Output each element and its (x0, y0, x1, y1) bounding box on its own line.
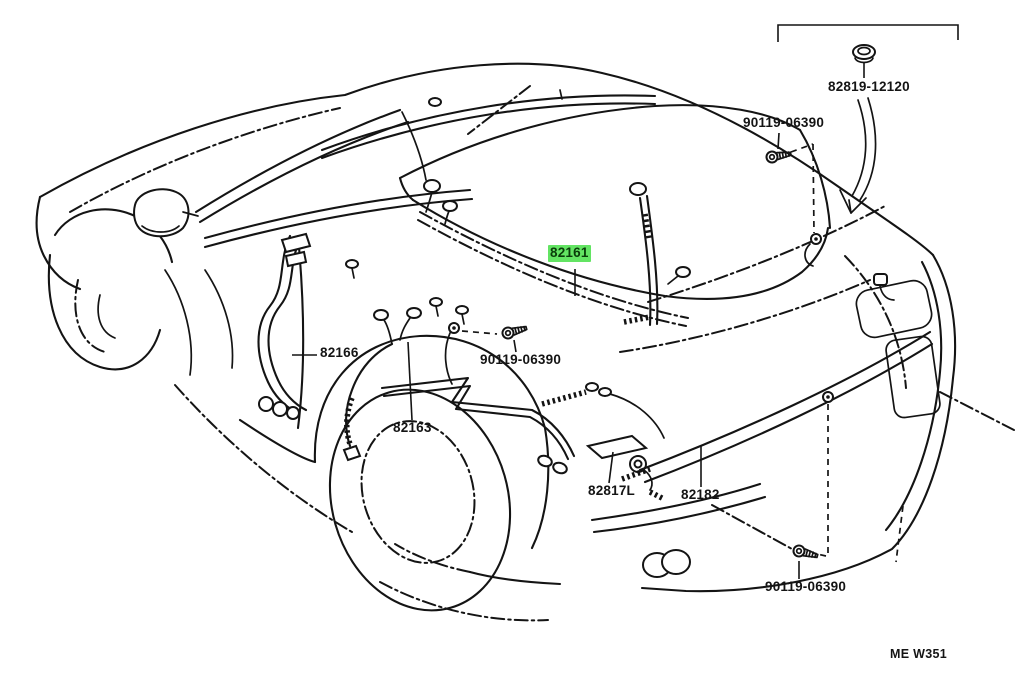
rear-hatch-glass (398, 104, 886, 303)
part-label-90119-06390-bottom[interactable]: 90119-06390 (765, 579, 847, 594)
screw-icon-middle (501, 325, 528, 340)
part-label-82163[interactable]: 82163 (393, 420, 432, 435)
harness-82182 (621, 330, 934, 484)
screw-icon-bottom (792, 544, 819, 559)
rear-wheel (174, 334, 550, 622)
curved-arrow-icon (839, 97, 877, 214)
part-label-90119-06390-top[interactable]: 90119-06390 (743, 115, 825, 130)
side-mirror (133, 188, 199, 238)
screw-icon-top (765, 150, 792, 164)
harness-floor (380, 297, 665, 475)
drawing-code: ME W351 (890, 647, 947, 661)
part-label-90119-06390-middle[interactable]: 90119-06390 (480, 352, 562, 367)
harness-82166 (257, 232, 312, 420)
harness-c-pillar (623, 182, 895, 327)
car-body-outline (35, 62, 957, 593)
grommet-icon-82819 (852, 44, 876, 78)
range-bracket-icon (777, 24, 959, 42)
harness-82163 (342, 259, 422, 462)
greenhouse-lines (164, 108, 474, 430)
harness-82161-roof (320, 89, 689, 327)
part-label-82166[interactable]: 82166 (320, 345, 359, 360)
part-82817l-protector (585, 434, 666, 502)
grommet-icon-rear-deck (822, 391, 834, 403)
rear-panel-and-bumper (590, 255, 1015, 578)
leader-lines (292, 132, 800, 579)
part-label-82182[interactable]: 82182 (681, 487, 720, 502)
part-label-82817L[interactable]: 82817L (588, 483, 635, 498)
part-label-82819-12120[interactable]: 82819-12120 (828, 79, 910, 94)
grommet-icon-rear-pillar (804, 233, 822, 267)
part-label-82161-highlighted[interactable]: 82161 (548, 245, 591, 262)
dashed-leader-lines (461, 143, 829, 557)
